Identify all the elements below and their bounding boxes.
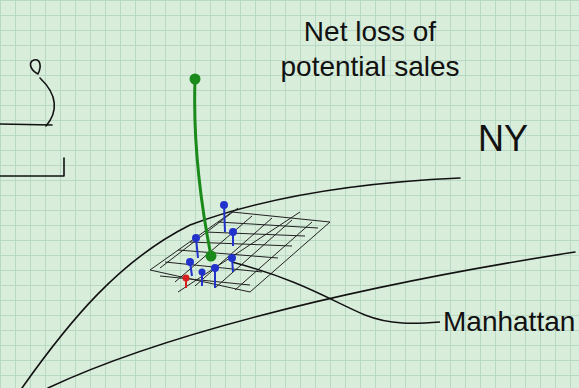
annotation-text: Net loss of potential sales [250, 14, 490, 84]
region-label: NY [478, 116, 568, 161]
region-label: Manhattan [443, 304, 573, 339]
